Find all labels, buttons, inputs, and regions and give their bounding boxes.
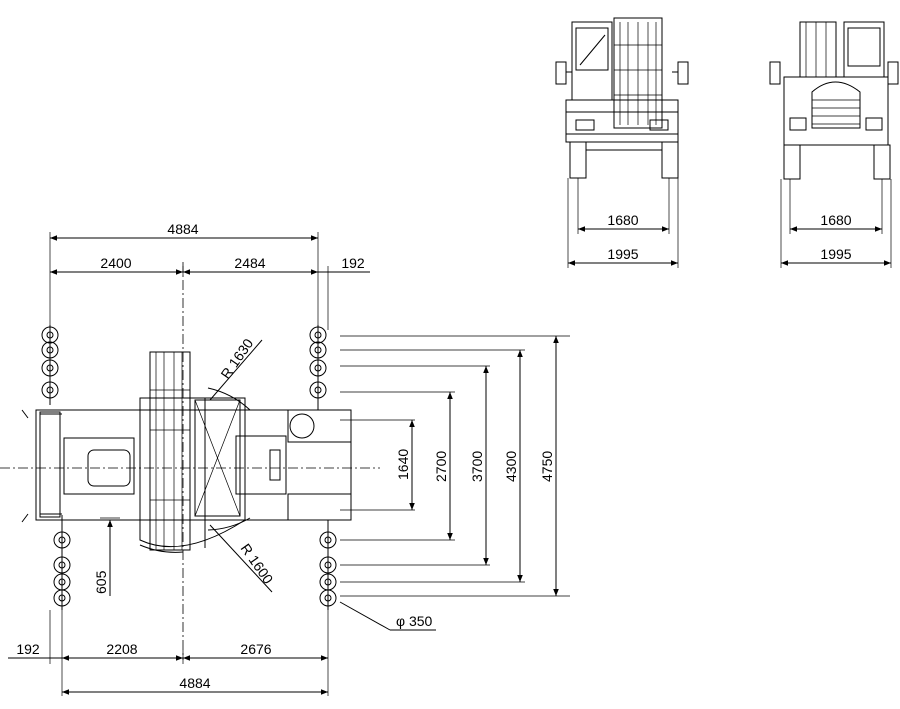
front-left-tire bbox=[569, 141, 587, 179]
front-overall-width-label: 1995 bbox=[607, 246, 638, 262]
rear-right-tire bbox=[873, 144, 891, 180]
rear-track-width-label: 1680 bbox=[820, 212, 851, 228]
top-right-offset-label: 192 bbox=[341, 255, 365, 271]
rear-overall-width-label: 1995 bbox=[820, 246, 851, 262]
bottom-outrigger-span-label: 4884 bbox=[179, 675, 210, 691]
bottom-left-offset-label: 192 bbox=[16, 641, 40, 657]
boom bbox=[149, 351, 191, 551]
vertical-dim-4750-label: 4750 bbox=[539, 451, 555, 482]
side-605-label: 605 bbox=[93, 570, 109, 594]
top-view: R 1630 R 1600 bbox=[0, 221, 570, 696]
front-swing-radius-label: R 1630 bbox=[217, 335, 256, 381]
front-radius-leader bbox=[209, 339, 263, 401]
top-outrigger-span-label: 4884 bbox=[167, 221, 198, 237]
rear-grille bbox=[811, 81, 861, 129]
vertical-dim-3700-label: 3700 bbox=[469, 451, 485, 482]
front-track-width-label: 1680 bbox=[607, 212, 638, 228]
hook-marks bbox=[21, 409, 29, 523]
vertical-dim-2700-label: 2700 bbox=[433, 451, 449, 482]
top-center-to-right-label: 2484 bbox=[234, 255, 265, 271]
top-left-to-center-label: 2400 bbox=[100, 255, 131, 271]
rear-swing-radius-label: R 1600 bbox=[238, 541, 277, 587]
left-front-outrigger-floats bbox=[41, 325, 59, 405]
front-boom-mechanism bbox=[613, 17, 663, 129]
vertical-dim-4300-label: 4300 bbox=[503, 451, 519, 482]
rear-left-tire bbox=[783, 144, 801, 180]
right-rear-outrigger-floats bbox=[319, 520, 337, 610]
left-rear-outrigger-floats bbox=[53, 515, 71, 610]
carrier-body bbox=[35, 409, 352, 521]
front-view: 1680 1995 bbox=[555, 17, 689, 268]
rear-cab bbox=[843, 21, 885, 78]
right-front-outrigger-floats bbox=[309, 325, 327, 410]
rear-view: 1680 1995 bbox=[769, 21, 899, 268]
front-cab bbox=[571, 21, 613, 101]
vertical-dim-1640-label: 1640 bbox=[395, 449, 411, 480]
float-diameter-leader bbox=[339, 601, 391, 631]
bottom-left-to-center-label: 2208 bbox=[106, 641, 137, 657]
bottom-center-to-right-label: 2676 bbox=[240, 641, 271, 657]
front-right-tire bbox=[661, 141, 679, 179]
float-diameter-label: φ 350 bbox=[396, 613, 433, 629]
superstructure bbox=[139, 397, 246, 548]
rear-radius-leader bbox=[209, 524, 273, 593]
